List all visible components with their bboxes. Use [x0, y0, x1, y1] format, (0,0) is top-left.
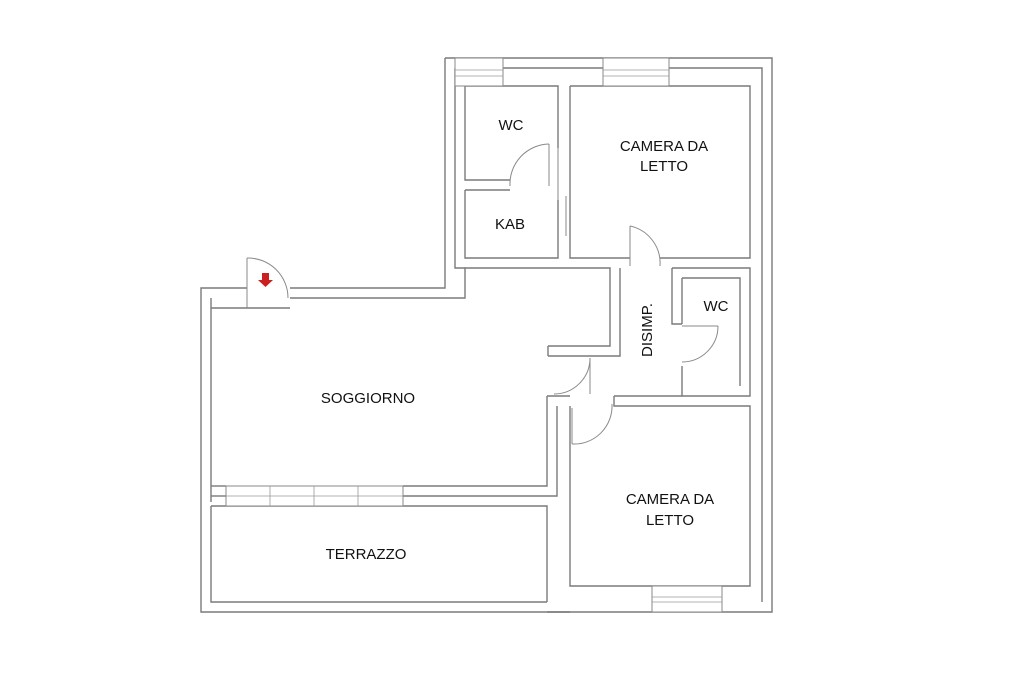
entrance-arrow-icon: [258, 273, 273, 287]
label-camera-top-2: LETTO: [640, 158, 688, 175]
window-bottom-right: [651, 585, 723, 613]
label-kab: KAB: [495, 216, 525, 233]
label-camera-top-1: CAMERA DA: [620, 138, 708, 155]
windows: [225, 57, 723, 613]
room-labels: WC KAB CAMERA DA LETTO DISIMP. WC SOGGIO…: [321, 117, 729, 563]
label-wc-right: WC: [704, 298, 729, 315]
label-camera-bottom-1: CAMERA DA: [626, 491, 714, 508]
label-soggiorno: SOGGIORNO: [321, 390, 415, 407]
doors: [246, 143, 719, 445]
window-top-right: [602, 57, 670, 87]
label-wc-top: WC: [499, 117, 524, 134]
label-camera-bottom-2: LETTO: [646, 512, 694, 529]
window-top-left: [454, 57, 504, 87]
label-disimp: DISIMP.: [639, 303, 656, 357]
label-terrazzo: TERRAZZO: [326, 546, 407, 563]
